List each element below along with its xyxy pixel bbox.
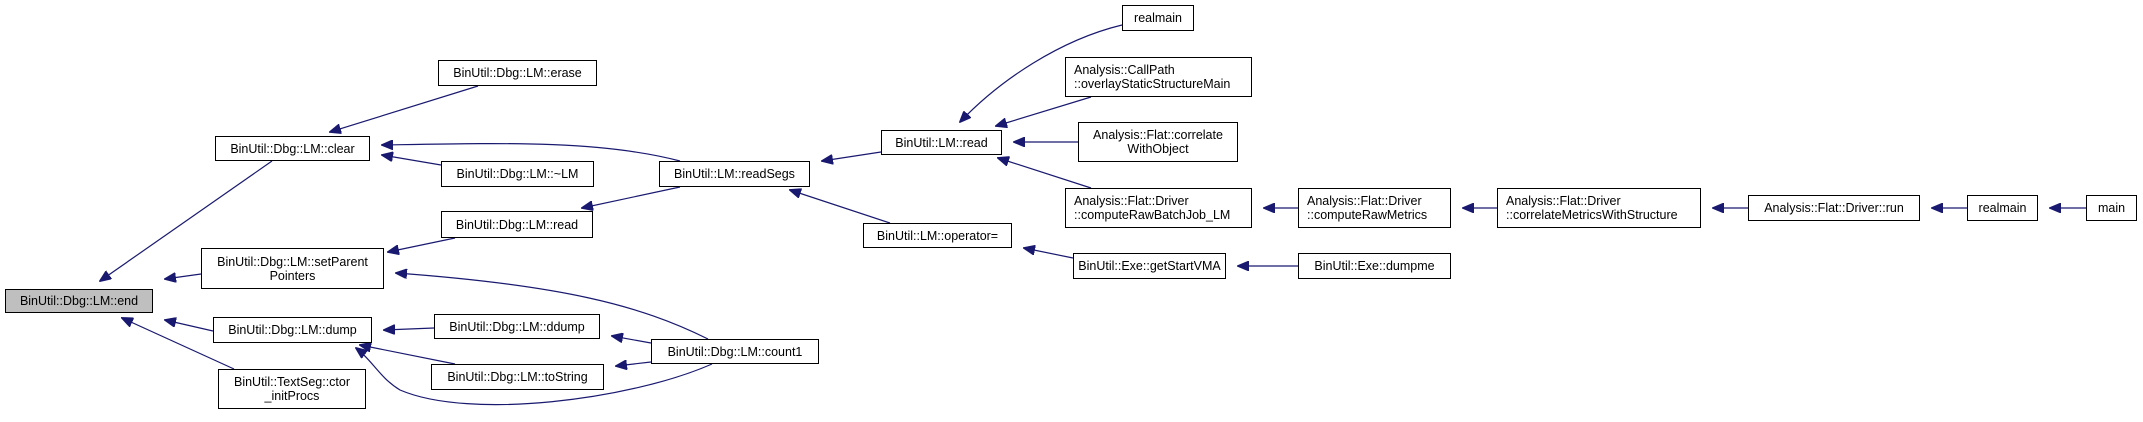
node-binutil-dbg-lm-tostring[interactable]: BinUtil::Dbg::LM::toString <box>431 364 604 390</box>
node-binutil-dbg-lm-erase[interactable]: BinUtil::Dbg::LM::erase <box>438 60 597 86</box>
edge-clear-to-end <box>100 160 273 281</box>
edge-dtor-to-clear <box>382 155 442 166</box>
node-analysis-flat-driver-computerawmetrics[interactable]: Analysis::Flat::Driver ::computeRawMetri… <box>1298 188 1451 228</box>
node-analysis-flat-correlatewithobject[interactable]: Analysis::Flat::correlate WithObject <box>1078 122 1238 162</box>
edge-erase-to-clear <box>330 85 479 132</box>
edge-overlay-to-lmread <box>996 96 1092 126</box>
node-binutil-dbg-lm-clear[interactable]: BinUtil::Dbg::LM::clear <box>215 136 370 161</box>
edge-dbgread-to-setParentPointers <box>388 237 456 252</box>
edge-dump-to-end <box>165 320 214 332</box>
edge-readSegs-to-dbgread <box>582 186 681 208</box>
node-binutil-lm-read[interactable]: BinUtil::LM::read <box>881 130 1002 155</box>
node-binutil-dbg-lm-end: BinUtil::Dbg::LM::end <box>5 289 153 313</box>
node-binutil-dbg-lm-setparentpointers[interactable]: BinUtil::Dbg::LM::setParent Pointers <box>201 248 384 289</box>
node-binutil-textseg-ctor-initprocs[interactable]: BinUtil::TextSeg::ctor _initProcs <box>218 369 366 409</box>
node-binutil-exe-getstartvma[interactable]: BinUtil::Exe::getStartVMA <box>1073 253 1226 279</box>
edge-toString-to-dump <box>360 345 456 365</box>
node-analysis-callpath-overlaystaticstructuremain[interactable]: Analysis::CallPath ::overlayStaticStruct… <box>1065 57 1252 97</box>
node-analysis-flat-driver-correlatemetricswithstructure[interactable]: Analysis::Flat::Driver ::correlateMetric… <box>1497 188 1701 228</box>
edge-setParentPointers-to-end <box>165 274 202 279</box>
edge-count1-to-dump <box>356 348 713 406</box>
edge-operatorEq-to-readSegs <box>790 190 891 224</box>
node-binutil-dbg-lm-destructor[interactable]: BinUtil::Dbg::LM::~LM <box>441 161 594 187</box>
edge-getStartVMA-to-operatorEq <box>1024 248 1074 259</box>
edge-readSegs-to-clear <box>382 144 681 162</box>
edge-count1-to-toString <box>616 362 652 366</box>
node-binutil-dbg-lm-read[interactable]: BinUtil::Dbg::LM::read <box>441 211 593 238</box>
node-main[interactable]: main <box>2086 195 2137 221</box>
edge-count1-to-ddump <box>612 336 652 344</box>
edge-ctor_initProcs-to-end <box>122 318 235 370</box>
edge-count1-to-setParentPointers <box>396 273 709 340</box>
node-binutil-lm-readsegs[interactable]: BinUtil::LM::readSegs <box>659 161 810 187</box>
node-binutil-lm-operator-assign[interactable]: BinUtil::LM::operator= <box>863 223 1012 248</box>
edge-realmain1-to-lmread <box>960 24 1123 122</box>
node-realmain-top[interactable]: realmain <box>1122 5 1194 31</box>
edge-lmread-to-readSegs <box>822 151 882 161</box>
node-binutil-exe-dumpme[interactable]: BinUtil::Exe::dumpme <box>1298 253 1451 279</box>
node-analysis-flat-driver-computerawbatchjob-lm[interactable]: Analysis::Flat::Driver ::computeRawBatch… <box>1065 188 1252 228</box>
edge-ddump-to-dump <box>384 328 435 330</box>
node-binutil-dbg-lm-count1[interactable]: BinUtil::Dbg::LM::count1 <box>651 339 819 364</box>
node-realmain-right[interactable]: realmain <box>1967 195 2038 221</box>
edge-computeRawBatchJob-to-lmread <box>998 158 1092 189</box>
node-analysis-flat-driver-run[interactable]: Analysis::Flat::Driver::run <box>1748 195 1920 221</box>
node-binutil-dbg-lm-dump[interactable]: BinUtil::Dbg::LM::dump <box>213 317 372 343</box>
node-binutil-dbg-lm-ddump[interactable]: BinUtil::Dbg::LM::ddump <box>434 314 600 339</box>
